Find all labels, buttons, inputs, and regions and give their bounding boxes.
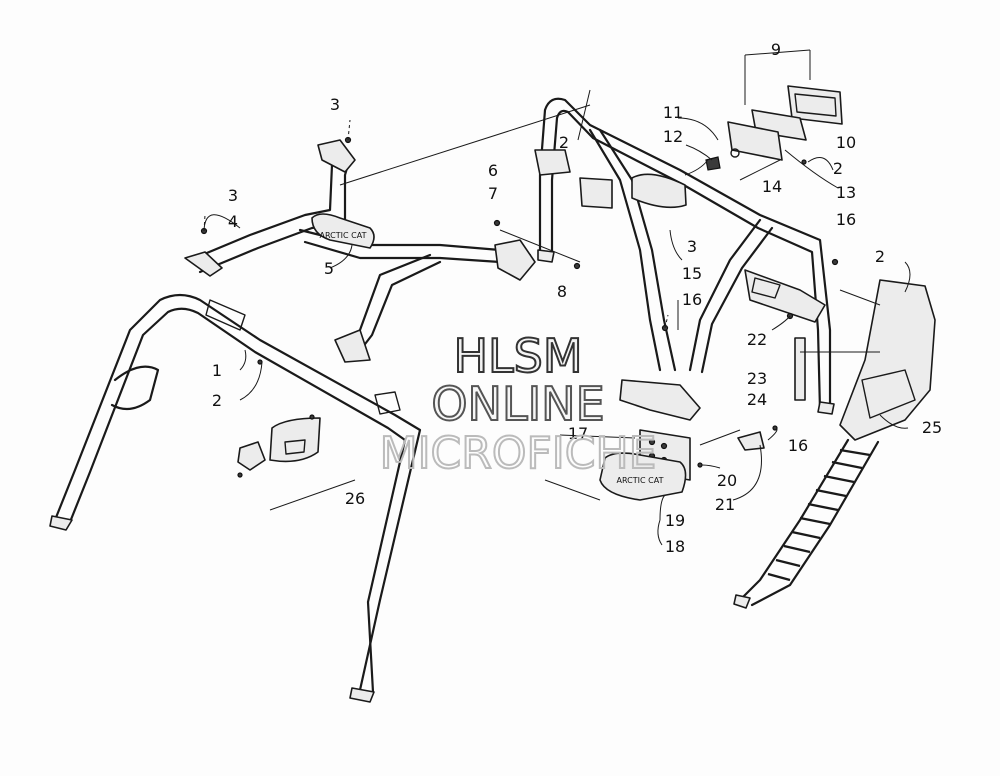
light-assembly	[705, 85, 843, 171]
callout-12: 12	[663, 127, 683, 146]
grab-handle: ARCTIC CAT	[311, 213, 375, 249]
callout-25: 25	[922, 418, 942, 437]
callout-15: 15	[682, 264, 702, 283]
callout-16: 16	[682, 290, 702, 309]
rear-plate: ARCTIC CAT	[599, 379, 765, 501]
callout-numbers: 1 2 2 2 2 3 3 3 4 5 6 7 8 9 10 11 12 13 …	[212, 40, 942, 556]
watermark: HLSM ONLINE MICROFICHE	[379, 328, 658, 480]
callout-23: 23	[747, 369, 767, 388]
brand-decal: ARCTIC CAT	[320, 231, 367, 240]
callout-22: 22	[747, 330, 767, 349]
callout-8: 8	[557, 282, 567, 301]
watermark-line-1: HLSM	[453, 329, 582, 383]
callout-3: 3	[228, 186, 238, 205]
callout-20: 20	[717, 471, 737, 490]
callout-21: 21	[715, 495, 735, 514]
brand-decal-rear: ARCTIC CAT	[617, 476, 664, 485]
callout-19: 19	[665, 511, 685, 530]
rear-roll-cage	[534, 97, 835, 415]
callout-18: 18	[665, 537, 685, 556]
callout-1: 1	[212, 361, 222, 380]
callout-2: 2	[212, 391, 222, 410]
callout-3: 3	[330, 95, 340, 114]
callout-9: 9	[771, 40, 781, 59]
watermark-line-3: MICROFICHE	[380, 428, 657, 479]
callout-16: 16	[788, 436, 808, 455]
callout-6: 6	[488, 161, 498, 180]
callout-17: 17	[568, 424, 588, 443]
callout-leaders	[203, 117, 911, 546]
callout-13: 13	[836, 183, 856, 202]
watermark-line-2: ONLINE	[431, 377, 604, 431]
callout-2: 2	[875, 247, 885, 266]
callout-26: 26	[345, 489, 365, 508]
callout-11: 11	[663, 103, 683, 122]
callout-2: 2	[559, 133, 569, 152]
front-roll-bar	[49, 293, 422, 703]
callout-14: 14	[762, 177, 782, 196]
callout-24: 24	[747, 390, 767, 409]
callout-3: 3	[687, 237, 697, 256]
upper-front-frame	[184, 139, 536, 363]
fasteners	[200, 136, 839, 478]
callout-10: 10	[836, 133, 856, 152]
left-mirror	[237, 417, 321, 471]
callout-5: 5	[324, 259, 334, 278]
callout-16: 16	[836, 210, 856, 229]
callout-2: 2	[833, 159, 843, 178]
callout-4: 4	[228, 212, 238, 231]
dome-light	[631, 173, 687, 209]
tread-grip	[767, 448, 871, 582]
leader-lines	[203, 49, 881, 511]
callout-7: 7	[488, 184, 498, 203]
